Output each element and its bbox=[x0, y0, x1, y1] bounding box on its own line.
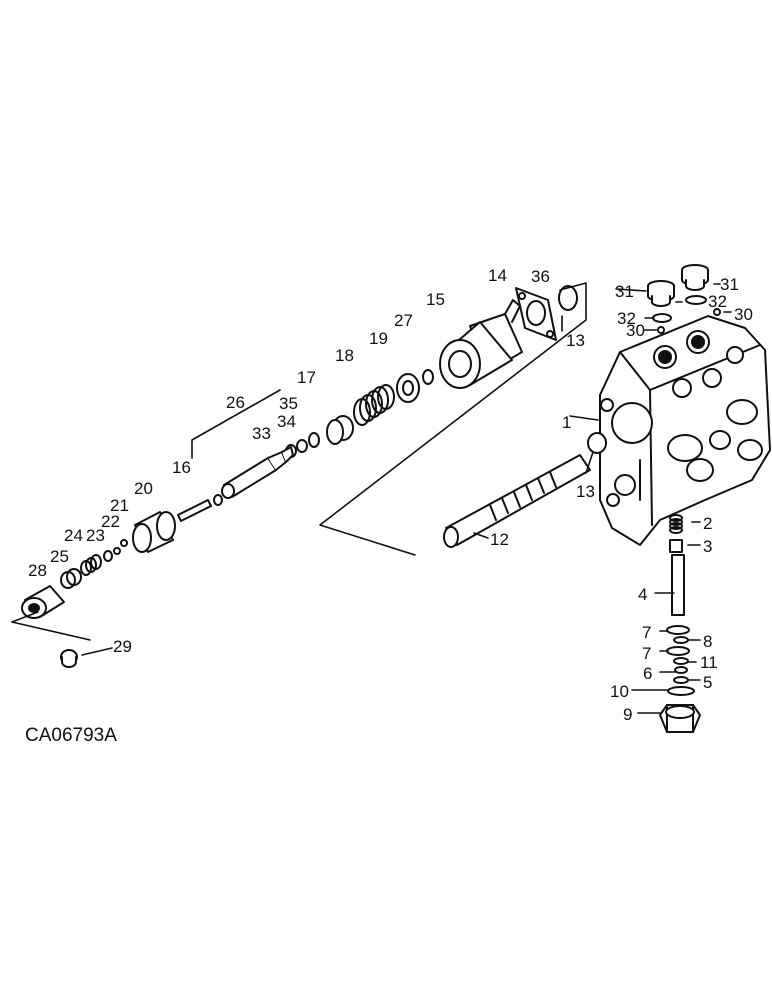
callout-12: 12 bbox=[490, 530, 509, 549]
callout-7-upper: 7 bbox=[642, 623, 651, 642]
seal-32-left bbox=[652, 313, 672, 323]
washer-19 bbox=[396, 373, 420, 403]
cap-28 bbox=[21, 585, 65, 619]
callout-29: 29 bbox=[113, 637, 132, 656]
callout-31-right: 31 bbox=[720, 275, 739, 294]
callout-31-left: 31 bbox=[615, 282, 634, 301]
leader-lines bbox=[11, 282, 732, 714]
cylinder-15 bbox=[439, 299, 523, 389]
callout-34: 34 bbox=[277, 412, 296, 431]
ball-22 bbox=[113, 547, 121, 555]
callout-13-spool: 13 bbox=[576, 482, 595, 501]
callout-9: 9 bbox=[623, 705, 632, 724]
callout-20: 20 bbox=[134, 479, 153, 498]
callout-35: 35 bbox=[279, 394, 298, 413]
callout-32-right: 32 bbox=[708, 292, 727, 311]
washer-34 bbox=[296, 439, 308, 453]
callout-32-left: 32 bbox=[617, 309, 636, 328]
ring-27 bbox=[422, 369, 434, 385]
spring-18 bbox=[353, 384, 395, 426]
seat-23 bbox=[103, 550, 113, 562]
spring-25 bbox=[60, 568, 82, 589]
plug-31-right bbox=[681, 264, 709, 291]
callout-3: 3 bbox=[703, 537, 712, 556]
callout-23: 23 bbox=[86, 526, 105, 545]
cover-plate-14 bbox=[515, 287, 557, 341]
callout-26: 26 bbox=[226, 393, 245, 412]
callout-11: 11 bbox=[700, 653, 718, 672]
callout-2: 2 bbox=[703, 514, 712, 533]
callout-19: 19 bbox=[369, 329, 388, 348]
figure-code: CA06793A bbox=[25, 725, 117, 746]
callout-17: 17 bbox=[297, 368, 316, 387]
ball-30-left bbox=[657, 326, 665, 334]
callout-25: 25 bbox=[50, 547, 69, 566]
rod-26 bbox=[221, 446, 294, 499]
callout-33: 33 bbox=[252, 424, 271, 443]
callout-labels: 1 2 3 4 5 6 7 7 8 9 10 11 12 13 13 14 15… bbox=[28, 266, 753, 724]
plug-31-left bbox=[647, 280, 675, 307]
pin-16 bbox=[177, 494, 223, 522]
callout-10: 10 bbox=[610, 682, 629, 701]
callout-16: 16 bbox=[172, 458, 191, 477]
ball-30-right bbox=[713, 308, 721, 316]
callout-13-cover: 13 bbox=[566, 331, 585, 350]
callout-28: 28 bbox=[28, 561, 47, 580]
callout-22: 22 bbox=[101, 512, 120, 531]
callout-30-left: 30 bbox=[626, 321, 645, 340]
relief-stack bbox=[659, 514, 701, 733]
callout-27: 27 bbox=[394, 311, 413, 330]
callout-7-lower: 7 bbox=[642, 644, 651, 663]
callout-24: 24 bbox=[64, 526, 83, 545]
valve-body bbox=[599, 315, 771, 546]
callout-5: 5 bbox=[703, 673, 712, 692]
plug-29 bbox=[60, 649, 78, 668]
callout-6: 6 bbox=[643, 664, 652, 683]
ball-21 bbox=[120, 539, 128, 547]
callout-36: 36 bbox=[531, 267, 550, 286]
callout-18: 18 bbox=[335, 346, 354, 365]
retainer-17 bbox=[326, 415, 354, 445]
seal-32-right bbox=[685, 295, 707, 305]
seal-13-spool bbox=[587, 432, 607, 454]
callout-1: 1 bbox=[562, 413, 571, 432]
seal-ring-36 bbox=[558, 285, 578, 311]
washer-35 bbox=[308, 432, 320, 448]
spool-12 bbox=[443, 432, 607, 548]
callout-14: 14 bbox=[488, 266, 507, 285]
spring-24 bbox=[80, 554, 102, 576]
callout-30-right: 30 bbox=[734, 305, 753, 324]
callout-21: 21 bbox=[110, 496, 129, 515]
callout-4: 4 bbox=[638, 585, 647, 604]
sleeve-20 bbox=[132, 511, 176, 553]
callout-8: 8 bbox=[703, 632, 712, 651]
callout-15: 15 bbox=[426, 290, 445, 309]
